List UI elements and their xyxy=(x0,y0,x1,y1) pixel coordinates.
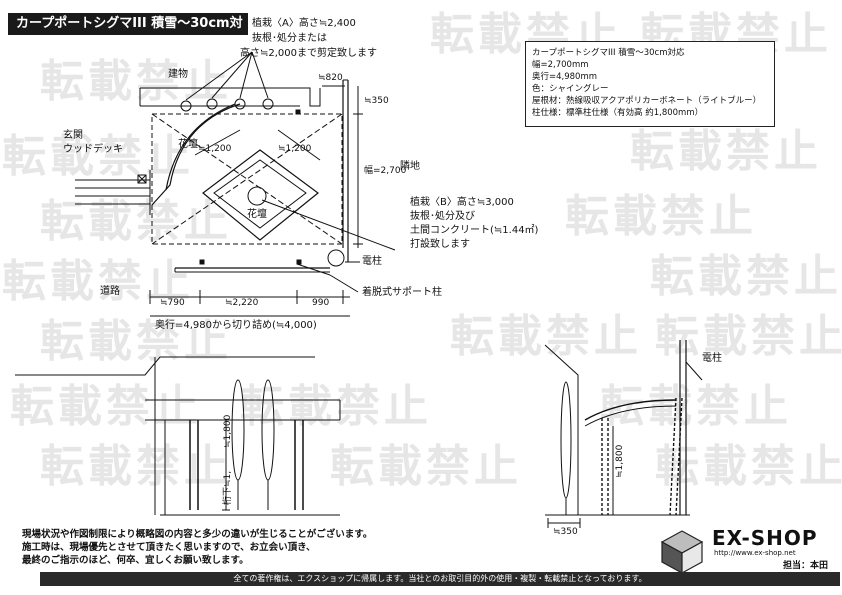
ex-shop-logo-cube xyxy=(660,530,704,575)
watermark-text: 転載禁止 xyxy=(2,256,194,307)
watermark-text: 転載禁止 xyxy=(2,131,194,182)
side-dim-350: ≒350 xyxy=(553,527,578,537)
dim-990: 990 xyxy=(312,298,330,308)
neighbor-label: 隣地 xyxy=(400,161,420,172)
spec-box: カープポートシグマIII 積雪～30cm対応 幅=2,700mm 奥行=4,98… xyxy=(525,41,775,127)
building-label: 建物 xyxy=(168,69,188,80)
shrub-symbol xyxy=(262,98,274,110)
planting-a-label: 抜根･処分または xyxy=(252,33,327,44)
utility-pole-symbol xyxy=(327,249,345,267)
watermark-text: 転載禁止 xyxy=(330,441,522,492)
front-elevation xyxy=(15,356,341,516)
watermark-text: 転載禁止 xyxy=(40,56,232,107)
side-elevation xyxy=(544,340,703,528)
spec-line: カープポートシグマIII 積雪～30cm対応 xyxy=(532,48,685,58)
drawing-title: カープポートシグマIII 積雪～30cm対応 xyxy=(8,13,248,53)
tree-elevation xyxy=(261,379,275,481)
note-line: 現場状況や作図制限により概略図の内容と多少の違いが生じることがございます。 xyxy=(22,529,373,540)
side-height-dim: ≒1,800 xyxy=(615,444,625,478)
tree-b-symbol xyxy=(247,186,267,206)
spec-line: 色：シャイングレー xyxy=(532,84,609,94)
planting-b-label: 打設致します xyxy=(410,239,470,250)
tree-side xyxy=(560,381,572,499)
site-notes: 現場状況や作図制限により概略図の内容と多少の違いが生じることがございます。 施工… xyxy=(22,528,372,567)
depth-note: 奥行=4,980から切り詰め(≒4,000) xyxy=(155,320,317,331)
planting-b-label: 抜根･処分及び xyxy=(410,211,475,222)
planting-b-label: 土間コンクリート(≒1.44㎡) xyxy=(410,225,539,236)
shrub-symbol xyxy=(180,100,192,112)
watermark-text: 転載禁止 xyxy=(650,251,842,302)
watermark-text: 転載禁止 xyxy=(10,381,202,432)
front-height-dim: ≒1,800 xyxy=(223,414,233,448)
support-post-label: 着脱式サポート柱 xyxy=(362,287,442,298)
house-roof-line xyxy=(15,356,315,376)
watermark-text: 転載禁止 xyxy=(450,311,642,362)
logo-name: EX-SHOP xyxy=(712,526,818,550)
watermark-text: 転載禁止 xyxy=(40,441,232,492)
building-wall xyxy=(140,87,321,107)
spec-line: 幅=2,700mm xyxy=(532,60,589,70)
roof-diagonal xyxy=(151,113,343,245)
pole-label: 電柱 xyxy=(362,256,382,267)
watermark-text: 転載禁止 xyxy=(630,126,822,177)
watermark-text: 転載禁止 xyxy=(565,191,757,242)
carport-roof-outline xyxy=(151,113,343,245)
dim-820: ≒820 xyxy=(318,73,343,83)
diamond-flowerbed xyxy=(202,149,319,241)
shrub-symbol xyxy=(206,98,218,110)
watermark-text: 転載禁止 xyxy=(40,316,232,367)
flowerbed-label: 花壇 xyxy=(247,209,267,220)
house-wall-side xyxy=(544,344,579,515)
note-line: 施工時は、現場優先とさせて頂きたく思いますので、お立会い頂き、 xyxy=(22,542,316,553)
planting-b-label: 植栽〈B〉高さ≒3,000 xyxy=(410,197,514,208)
ex-shop-logo: EX-SHOP http://www.ex-shop.net 担当：本田 xyxy=(660,520,840,572)
side-pole-label: 電柱 xyxy=(702,353,722,364)
flowerbed-label: 花壇 xyxy=(178,139,198,150)
staff-label: 担当：本田 xyxy=(782,561,828,571)
front-clearance-dim: 桁下≒1, xyxy=(223,470,233,505)
width-dim: 幅=2,700 xyxy=(364,166,407,176)
flowerbed-curve xyxy=(151,103,241,206)
entrance-label: 玄関 xyxy=(63,130,83,141)
shrub-symbol xyxy=(234,98,246,110)
watermark-text: 転載禁止 xyxy=(600,381,792,432)
spec-line: 柱仕様：標準柱仕様（有効高 約1,800mm） xyxy=(532,108,704,118)
dim-790: ≒790 xyxy=(160,298,185,308)
dim-2220: ≒2,220 xyxy=(225,298,259,308)
dim-350: ≒350 xyxy=(364,96,389,106)
carport-roof-side xyxy=(584,399,677,421)
note-line: 最終のご指示のほど、何卒、宜しくお願い致します。 xyxy=(22,555,249,566)
deck-label: ウッドデッキ xyxy=(63,144,123,155)
planting-a-label: 高さ≒2,000まで剪定致します xyxy=(240,48,378,59)
logo-url: http://www.ex-shop.net xyxy=(714,549,796,557)
spec-line: 奥行=4,980mm xyxy=(532,72,598,82)
roof-diagonal xyxy=(151,113,343,245)
spec-line: 屋根材：熱線吸収アクアポリカーボネート（ライトブルー） xyxy=(532,96,762,106)
post-marker xyxy=(137,174,147,184)
planting-a-label: 植栽〈A〉高さ≒2,400 xyxy=(252,18,356,29)
copyright-footer: 全ての著作権は、エクスショップに帰属します。当社とのお取引目的外の使用・複製・転… xyxy=(40,572,840,586)
dim-diag: ≒1,200 xyxy=(198,144,232,154)
dim-diag: ≒1,200 xyxy=(278,144,312,154)
road-label: 道路 xyxy=(100,286,120,297)
